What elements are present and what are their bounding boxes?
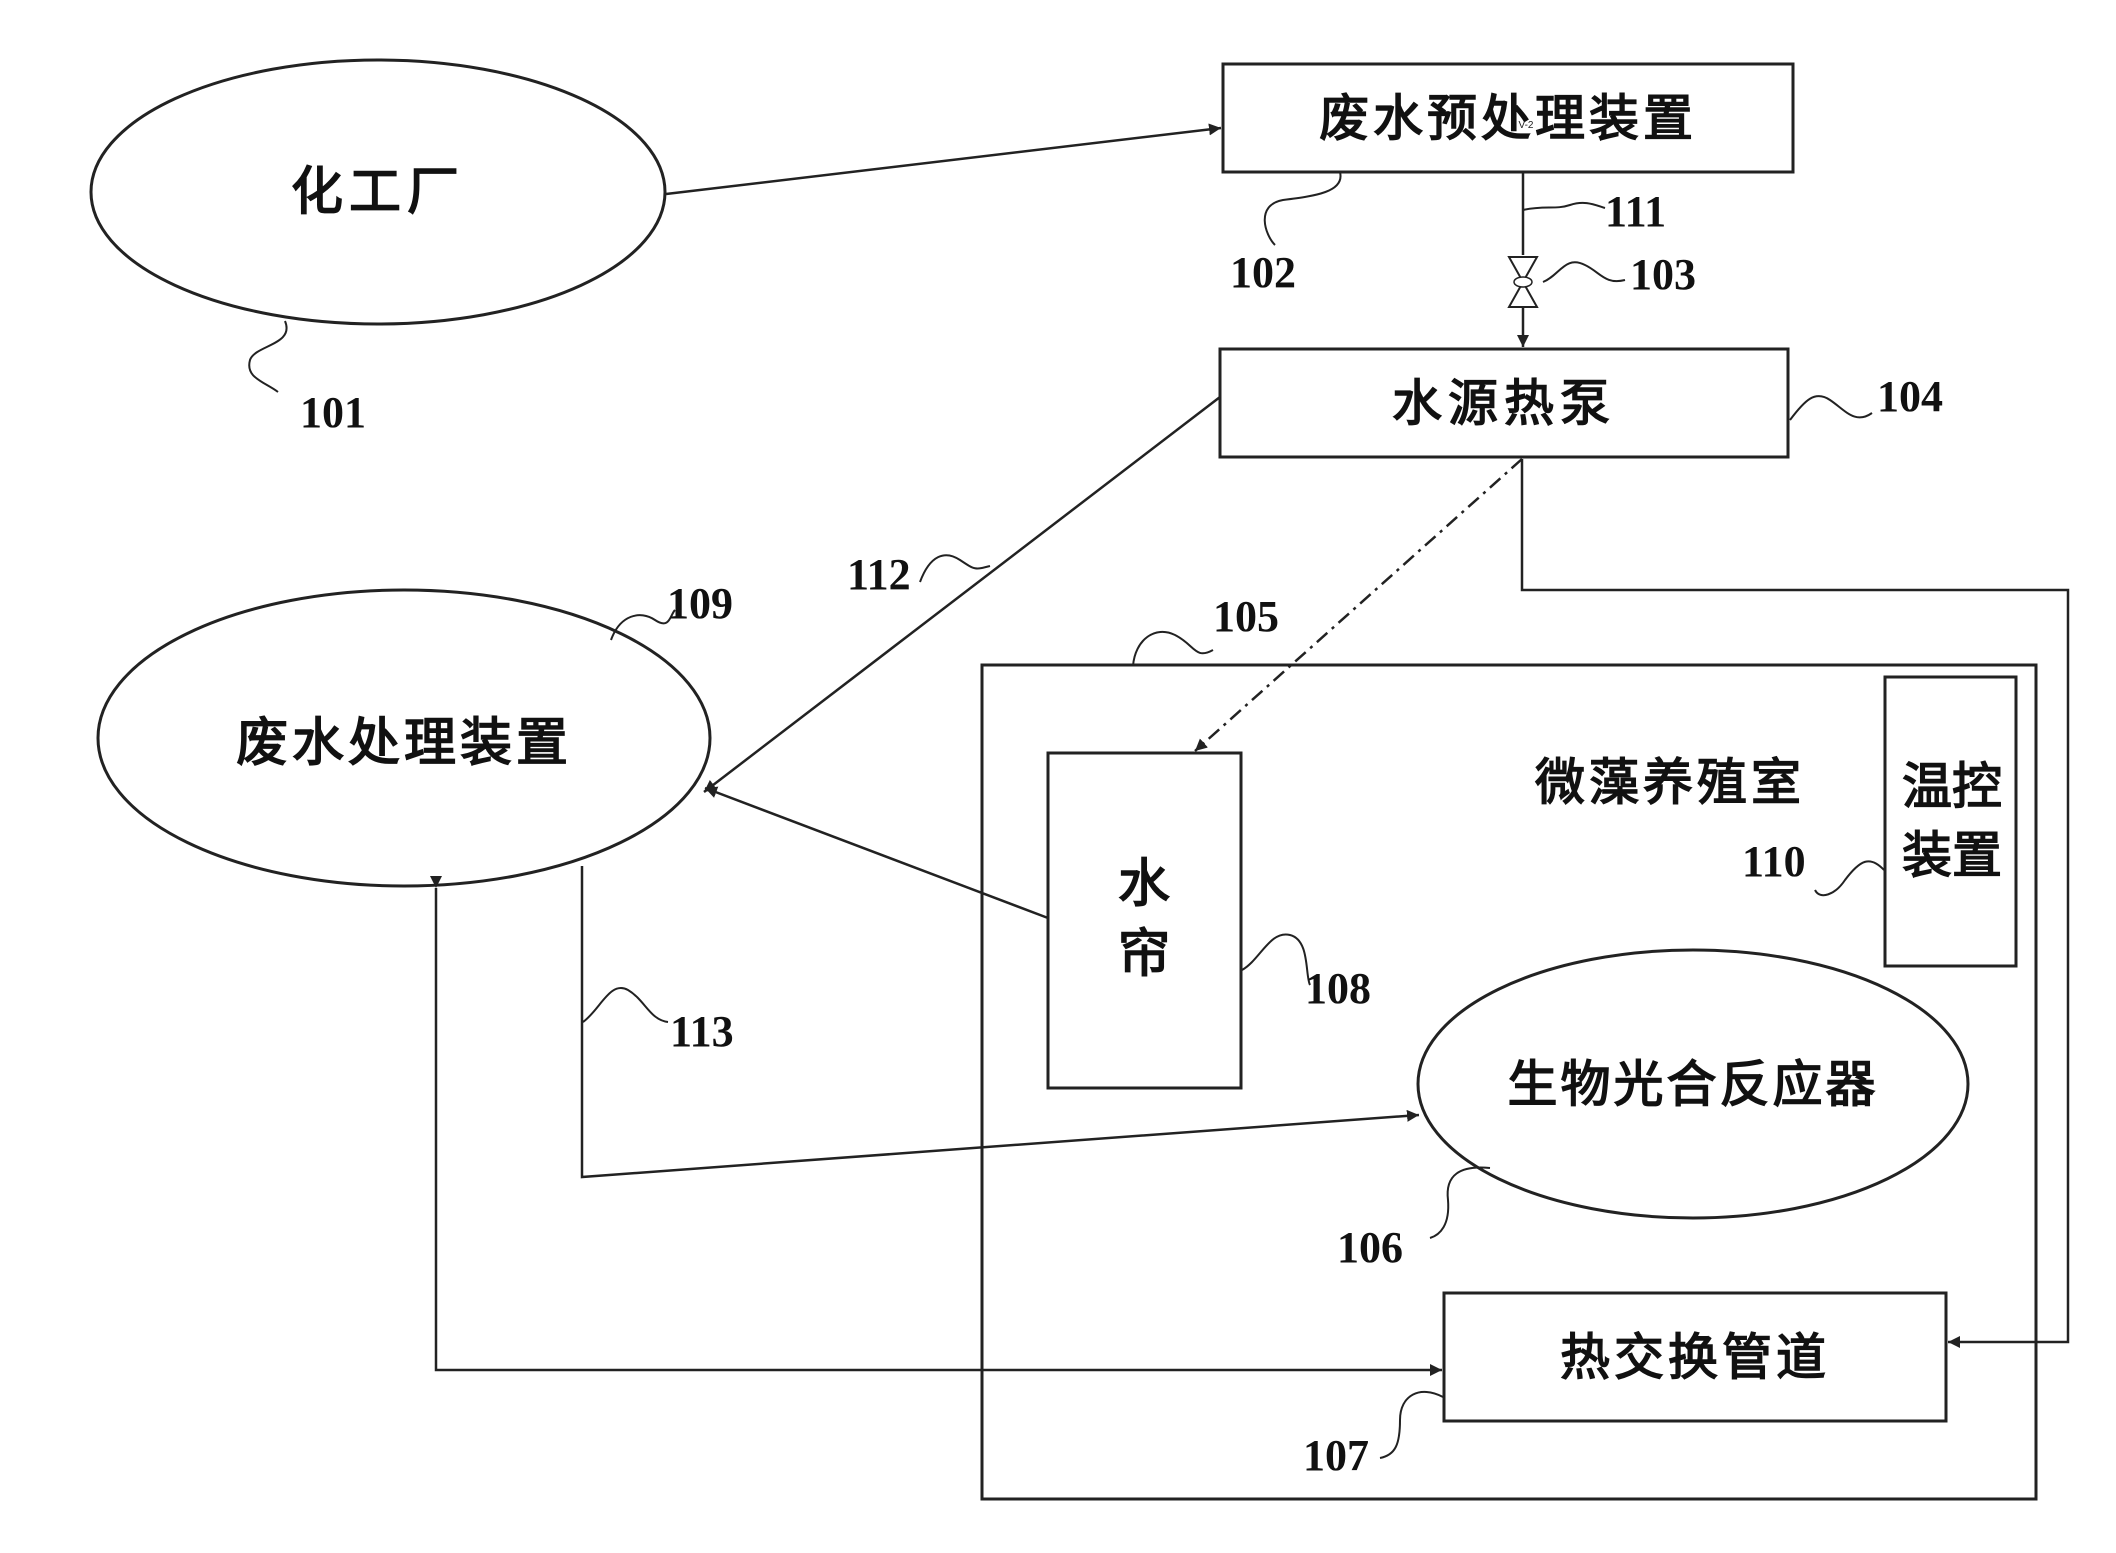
heat-exchange-pipe-label: 热交换管道 [1560,1328,1830,1387]
ref-103: 103 [1630,250,1696,299]
photobioreactor-label: 生物光合反应器 [1508,1055,1879,1114]
ref-108: 108 [1305,964,1371,1013]
ref-111: 111 [1605,187,1666,236]
leader-103 [1542,261,1626,283]
water-curtain-box [1046,751,1243,1090]
wastewater-treatment-label: 废水处理装置 [236,713,572,774]
ref-113: 113 [670,1007,734,1056]
ref-112: 112 [847,550,911,599]
heat-pump-label: 水源热泵 [1392,374,1616,433]
leader-105 [1132,630,1214,667]
leader-107 [1379,1391,1444,1459]
leader-104 [1789,395,1873,421]
heat-pump-box [1218,347,1790,459]
ref-109: 109 [667,579,733,628]
leader-102 [1263,171,1342,246]
temp-control-label-1: 温控 [1902,757,2002,816]
ref-110: 110 [1742,837,1806,886]
chemical-plant-ellipse [89,58,667,326]
leader-108 [1241,933,1311,986]
wastewater-treatment-ellipse [96,588,712,888]
ref-107: 107 [1303,1431,1369,1480]
ref-101: 101 [300,388,366,437]
water-curtain-label-2: 帘 [1118,924,1170,985]
ref-105: 105 [1213,592,1279,641]
pipe-112-arrow [703,396,1221,793]
pretreatment-mark: V-2 [1518,120,1533,131]
ref-104: 104 [1877,372,1943,421]
temp-control-box [1883,675,2018,968]
water-curtain-label-1: 水 [1118,854,1171,915]
leader-110 [1814,860,1885,897]
plant-to-pretreatment-arrow [665,123,1222,196]
leader-101 [248,320,288,393]
heat-exchange-pipe-box [1442,1291,1948,1423]
leader-109 [610,609,676,641]
culture-room-label: 微藻养殖室 [1534,753,1805,812]
ref-102: 102 [1230,248,1296,297]
pretreatment-label: 废水预处理装置 [1319,89,1697,148]
leader-113 [582,987,669,1023]
chemical-plant-label: 化工厂 [291,162,465,223]
temp-control-label-2: 装置 [1902,826,2002,885]
pretreatment-box [1221,62,1795,174]
leader-106 [1429,1166,1491,1239]
leader-111 [1522,201,1606,211]
leader-112 [919,554,991,583]
exchange-pipe-to-treatment-arrow [430,876,1442,1376]
ref-106: 106 [1337,1223,1403,1272]
valve-icon [1507,256,1539,308]
heat-pump-to-exchange-pipe-arrow [1520,459,2070,1348]
